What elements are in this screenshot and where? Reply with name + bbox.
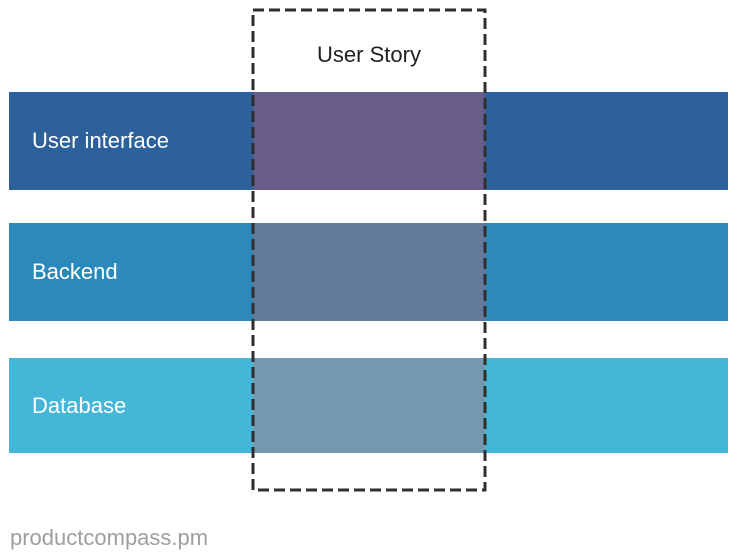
user-story-label: User Story [317,42,421,67]
story-overlap-user-interface [253,92,485,190]
story-overlap-database [253,358,485,453]
watermark-productcompass: productcompass.pm [10,525,209,550]
layer-label-database: Database [32,392,127,418]
layer-label-user-interface: User interface [32,128,169,153]
layer-bar-backend: Backend [9,223,728,321]
layer-bar-user-interface: User interface [9,92,728,190]
layer-label-backend: Backend [32,259,118,284]
layer-bar-database: Database [9,358,728,453]
story-overlap-backend [253,223,485,321]
